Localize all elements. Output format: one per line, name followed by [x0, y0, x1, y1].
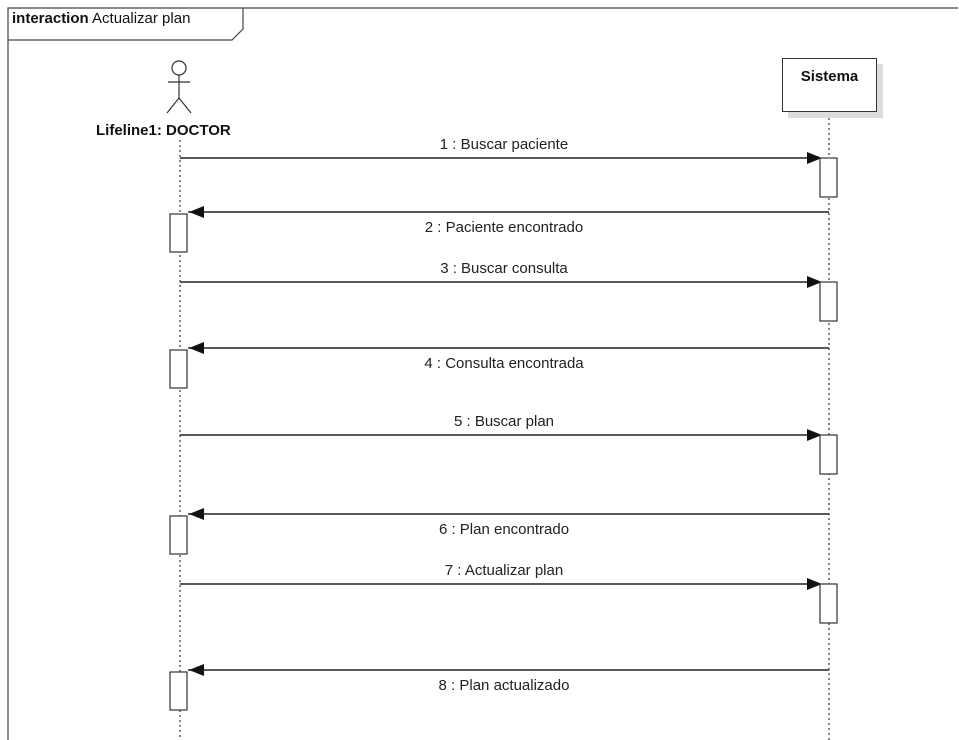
interaction-frame — [7, 7, 958, 740]
message-label-2: 2 : Paciente encontrado — [424, 219, 584, 236]
arrowhead-icon — [807, 429, 822, 441]
message-label-8: 8 : Plan actualizado — [438, 677, 570, 694]
message-label-4: 4 : Consulta encontrada — [424, 355, 584, 372]
message-4 — [169, 342, 829, 389]
message-8 — [169, 664, 829, 711]
message-1 — [180, 152, 838, 198]
frame-name: Actualizar plan — [92, 10, 191, 27]
activation-bar — [819, 583, 838, 624]
message-6 — [169, 508, 829, 555]
activation-bar — [169, 349, 188, 389]
frame-keyword: interaction — [12, 10, 89, 27]
arrowhead-icon — [189, 508, 204, 520]
activation-bar — [169, 213, 188, 253]
arrowhead-icon — [189, 664, 204, 676]
system-lifeline-label: Sistema — [800, 68, 859, 85]
activation-bar — [819, 434, 838, 475]
message-5 — [180, 429, 838, 475]
arrowhead-icon — [189, 342, 204, 354]
message-label-5: 5 : Buscar plan — [453, 413, 555, 430]
message-7 — [180, 578, 838, 624]
frame-title: interaction Actualizar plan — [12, 10, 190, 27]
arrowhead-icon — [189, 206, 204, 218]
frame-name-tab — [8, 8, 244, 41]
message-2 — [169, 206, 829, 253]
arrowhead-icon — [807, 152, 822, 164]
message-label-7: 7 : Actualizar plan — [444, 562, 564, 579]
activation-bar — [819, 281, 838, 322]
actor-icon — [166, 60, 192, 114]
system-lifeline-box: Sistema — [782, 58, 877, 112]
arrowhead-icon — [807, 578, 822, 590]
activation-bar — [819, 157, 838, 198]
message-label-1: 1 : Buscar paciente — [439, 136, 569, 153]
message-label-3: 3 : Buscar consulta — [440, 260, 568, 277]
actor-lifeline-label: Lifeline1: DOCTOR — [96, 122, 231, 139]
message-label-6: 6 : Plan encontrado — [438, 521, 570, 538]
arrowhead-icon — [807, 276, 822, 288]
activation-bar — [169, 671, 188, 711]
activation-bar — [169, 515, 188, 555]
message-3 — [180, 276, 838, 322]
